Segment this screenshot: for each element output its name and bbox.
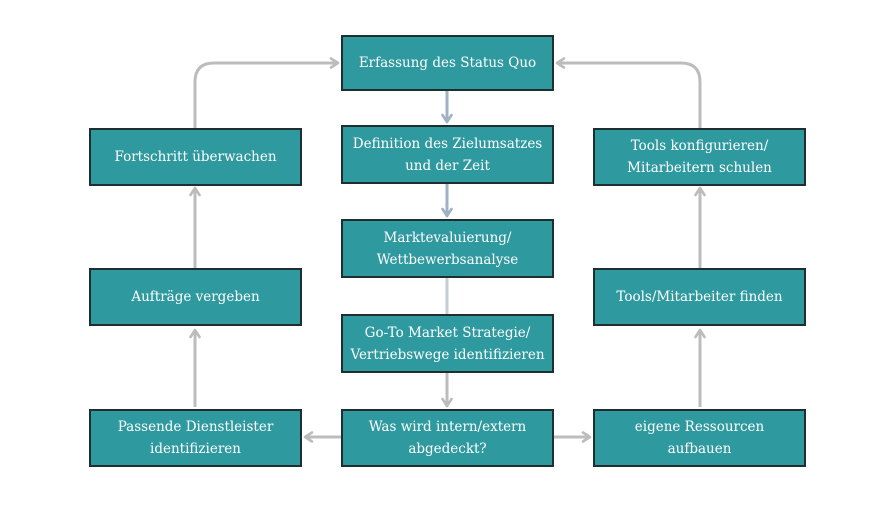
node-dienstleister-line-2: identifizieren xyxy=(150,441,241,457)
node-go-to-market-line-2: Vertriebswege identifizieren xyxy=(350,346,545,363)
node-marktevaluierung-line-2: Wettbewerbsanalyse xyxy=(376,251,519,268)
node-zielumsatz-line-2: und der Zeit xyxy=(405,157,490,174)
node-fortschritt-line-1: Fortschritt überwachen xyxy=(114,149,277,165)
node-marktevaluierung-line-1: Marktevaluierung/ xyxy=(383,229,512,246)
node-auftraege-line-1: Aufträge vergeben xyxy=(131,289,260,305)
node-intern-extern-line-1: Was wird intern/extern xyxy=(368,419,527,435)
arrow-toolskonfig-to-status xyxy=(555,57,702,128)
node-go-to-market-line-1: Go-To Market Strategie/ xyxy=(364,324,531,341)
node-tools-finden-line-1: Tools/Mitarbeiter finden xyxy=(616,289,783,305)
arrow-fortschritt-to-status xyxy=(193,57,340,128)
node-dienstleister: Passende Dienstleister identifizieren xyxy=(89,409,302,467)
node-fortschritt: Fortschritt überwachen xyxy=(89,128,302,186)
node-ressourcen-line-1: eigene Ressourcen aufbauen xyxy=(634,419,765,457)
node-auftraege: Aufträge vergeben xyxy=(89,268,302,326)
node-tools-konfigurieren-line-2: Mitarbeitern schulen xyxy=(627,160,772,176)
node-ressourcen: eigene Ressourcen aufbauen xyxy=(593,409,806,467)
node-tools-konfigurieren-line-1: Tools konfigurieren/ xyxy=(630,138,769,154)
node-zielumsatz: Definition des Zielumsatzes und der Zeit xyxy=(341,125,554,184)
node-intern-extern: Was wird intern/extern abgedeckt? xyxy=(341,409,554,467)
node-tools-konfigurieren: Tools konfigurieren/ Mitarbeitern schule… xyxy=(593,128,806,186)
node-intern-extern-line-2: abgedeckt? xyxy=(408,441,487,457)
node-dienstleister-line-1: Passende Dienstleister xyxy=(117,419,274,435)
node-tools-finden: Tools/Mitarbeiter finden xyxy=(593,268,806,326)
node-marktevaluierung: Marktevaluierung/ Wettbewerbsanalyse xyxy=(341,219,554,278)
node-zielumsatz-line-1: Definition des Zielumsatzes xyxy=(352,135,543,152)
node-status-quo-line-1: Erfassung des Status Quo xyxy=(358,55,537,71)
node-go-to-market: Go-To Market Strategie/ Vertriebswege id… xyxy=(341,314,554,373)
node-status-quo: Erfassung des Status Quo xyxy=(341,35,554,91)
